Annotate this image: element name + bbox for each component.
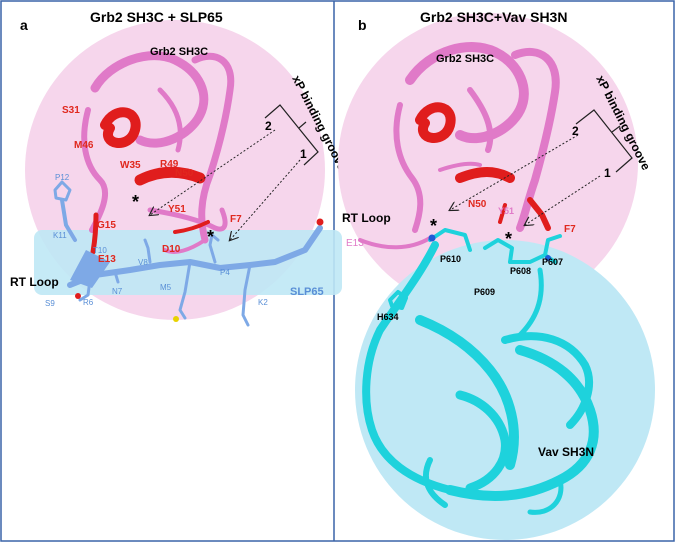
residue-label: P610	[440, 254, 461, 264]
residue-label: V8	[138, 258, 148, 267]
residue-label: N7	[112, 287, 123, 296]
panel-b-bracket-tick	[611, 125, 621, 133]
panel-b-letter: b	[358, 17, 367, 33]
panel-b-vav-ribbon	[362, 241, 599, 515]
panel-b: b Grb2 SH3C+Vav SH3N Grb2 SH3C xP bindin…	[338, 9, 655, 540]
panel-a: a Grb2 SH3C + SLP65 Grb2 SH3C xP binding…	[10, 9, 349, 327]
residue-label: M5	[160, 283, 172, 292]
panel-b-atom	[545, 255, 551, 261]
residue-label: D10	[162, 244, 181, 255]
panel-b-atom	[428, 234, 436, 242]
residue-label: P607	[542, 257, 563, 267]
panel-b-star-1: *	[430, 216, 437, 236]
panel-a-star-2: *	[207, 227, 214, 247]
panel-a-star-1: *	[132, 192, 139, 212]
residue-label: P609	[474, 287, 495, 297]
residue-label: K11	[53, 231, 67, 240]
residue-label: N50	[175, 168, 194, 179]
panel-a-rt-loop-shape	[70, 250, 110, 288]
panel-b-vav-label: Vav SH3N	[538, 445, 594, 459]
panel-b-star-2: *	[505, 229, 512, 249]
panel-b-title: Grb2 SH3C+Vav SH3N	[420, 9, 567, 25]
panel-b-groove-bracket	[575, 109, 633, 173]
panel-a-groove-arrow-1	[230, 159, 301, 240]
residue-label: N50	[468, 199, 487, 210]
panel-a-groove-2: 2	[265, 119, 272, 133]
residue-label: R6	[83, 298, 94, 307]
panel-a-rt-loop: RT Loop	[10, 275, 59, 289]
panel-b-grb2-region	[338, 13, 638, 313]
residue-label: E13	[98, 254, 116, 265]
panel-a-domain-label: Grb2 SH3C	[150, 46, 208, 58]
panel-b-groove-2: 2	[572, 124, 579, 138]
panel-b-groove-1: 1	[604, 166, 611, 180]
residue-label: S9	[45, 299, 55, 308]
panel-b-rt-loop: RT Loop	[342, 211, 391, 225]
residue-label: W35	[120, 160, 141, 171]
residue-label: S31	[62, 105, 80, 116]
residue-label: F7	[564, 224, 576, 235]
panel-b-grb2-red-elements	[415, 102, 551, 231]
residue-label: G15	[97, 220, 116, 231]
residue-label: R49	[160, 159, 179, 170]
residue-label: F7	[230, 214, 242, 225]
panel-a-grb2-ribbon	[81, 51, 235, 254]
panel-a-grb2-red-elements	[90, 107, 210, 255]
panel-a-title: Grb2 SH3C + SLP65	[90, 9, 223, 25]
panel-a-atom	[316, 218, 324, 226]
panel-a-slp65-label: SLP65	[290, 286, 324, 298]
residue-label: P12	[55, 173, 70, 182]
residue-label: Y51	[168, 204, 186, 215]
panel-a-sulfur-atom	[173, 316, 179, 322]
panel-b-grb2-ribbon	[358, 42, 560, 250]
residue-label: E13	[346, 238, 364, 249]
residue-label: P4	[220, 268, 230, 277]
panel-b-domain-label: Grb2 SH3C	[436, 53, 494, 65]
panel-a-atom	[75, 293, 81, 299]
panel-b-groove-arrow-1	[525, 175, 601, 225]
panel-a-slp65-peptide	[53, 180, 323, 327]
panel-b-groove-arrow-2	[450, 134, 579, 210]
panel-a-groove-1: 1	[300, 147, 307, 161]
residue-label: Y51	[498, 206, 514, 216]
panel-a-groove-bracket	[264, 104, 319, 166]
panel-a-letter: a	[20, 17, 28, 33]
residue-label: H634	[377, 312, 399, 322]
residue-label: M46	[74, 140, 94, 151]
residue-label: K2	[258, 298, 268, 307]
residue-label: T10	[93, 246, 107, 255]
panel-a-groove-arrow-2	[150, 129, 276, 215]
residue-label: P608	[510, 266, 531, 276]
panel-a-bracket-tick	[298, 121, 307, 129]
